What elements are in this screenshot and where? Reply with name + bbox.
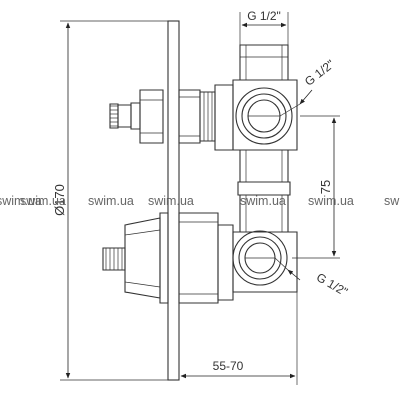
upper-outlet-port (235, 87, 301, 145)
depth-dimension: 55-70 (180, 292, 298, 385)
lower-outlet-port (232, 230, 289, 286)
upper-outlet-label: G 1/2" (302, 57, 337, 89)
watermark-text: swim.ua (148, 194, 194, 208)
watermark-text: swim.ua (20, 194, 66, 208)
watermark-text: swim.ua (0, 194, 42, 208)
watermark-text: swim.ua (308, 194, 354, 208)
watermark-text: swim.ua (240, 194, 286, 208)
spacing-label: 75 (318, 180, 333, 194)
cover-plate (167, 20, 180, 381)
upper-spindle (109, 84, 234, 151)
spacing-dimension: 75 (292, 115, 340, 259)
upper-outlet-dimension: G 1/2" (299, 57, 337, 105)
top-inlet-label: G 1/2" (247, 9, 281, 23)
lower-cartridge (102, 212, 234, 304)
diameter-dimension: Ø170 (52, 20, 168, 381)
watermark-row: swim.ua swim.ua swim.ua swim.ua swim.ua … (0, 194, 400, 208)
diameter-label: Ø170 (52, 184, 67, 216)
valve-body (232, 44, 298, 293)
watermark-text: swim.ua (384, 194, 400, 208)
lower-outlet-label: G 1/2" (314, 270, 350, 299)
top-inlet-dimension: G 1/2" (239, 9, 289, 45)
depth-label: 55-70 (213, 359, 244, 373)
watermark-text: swim.ua (88, 194, 134, 208)
